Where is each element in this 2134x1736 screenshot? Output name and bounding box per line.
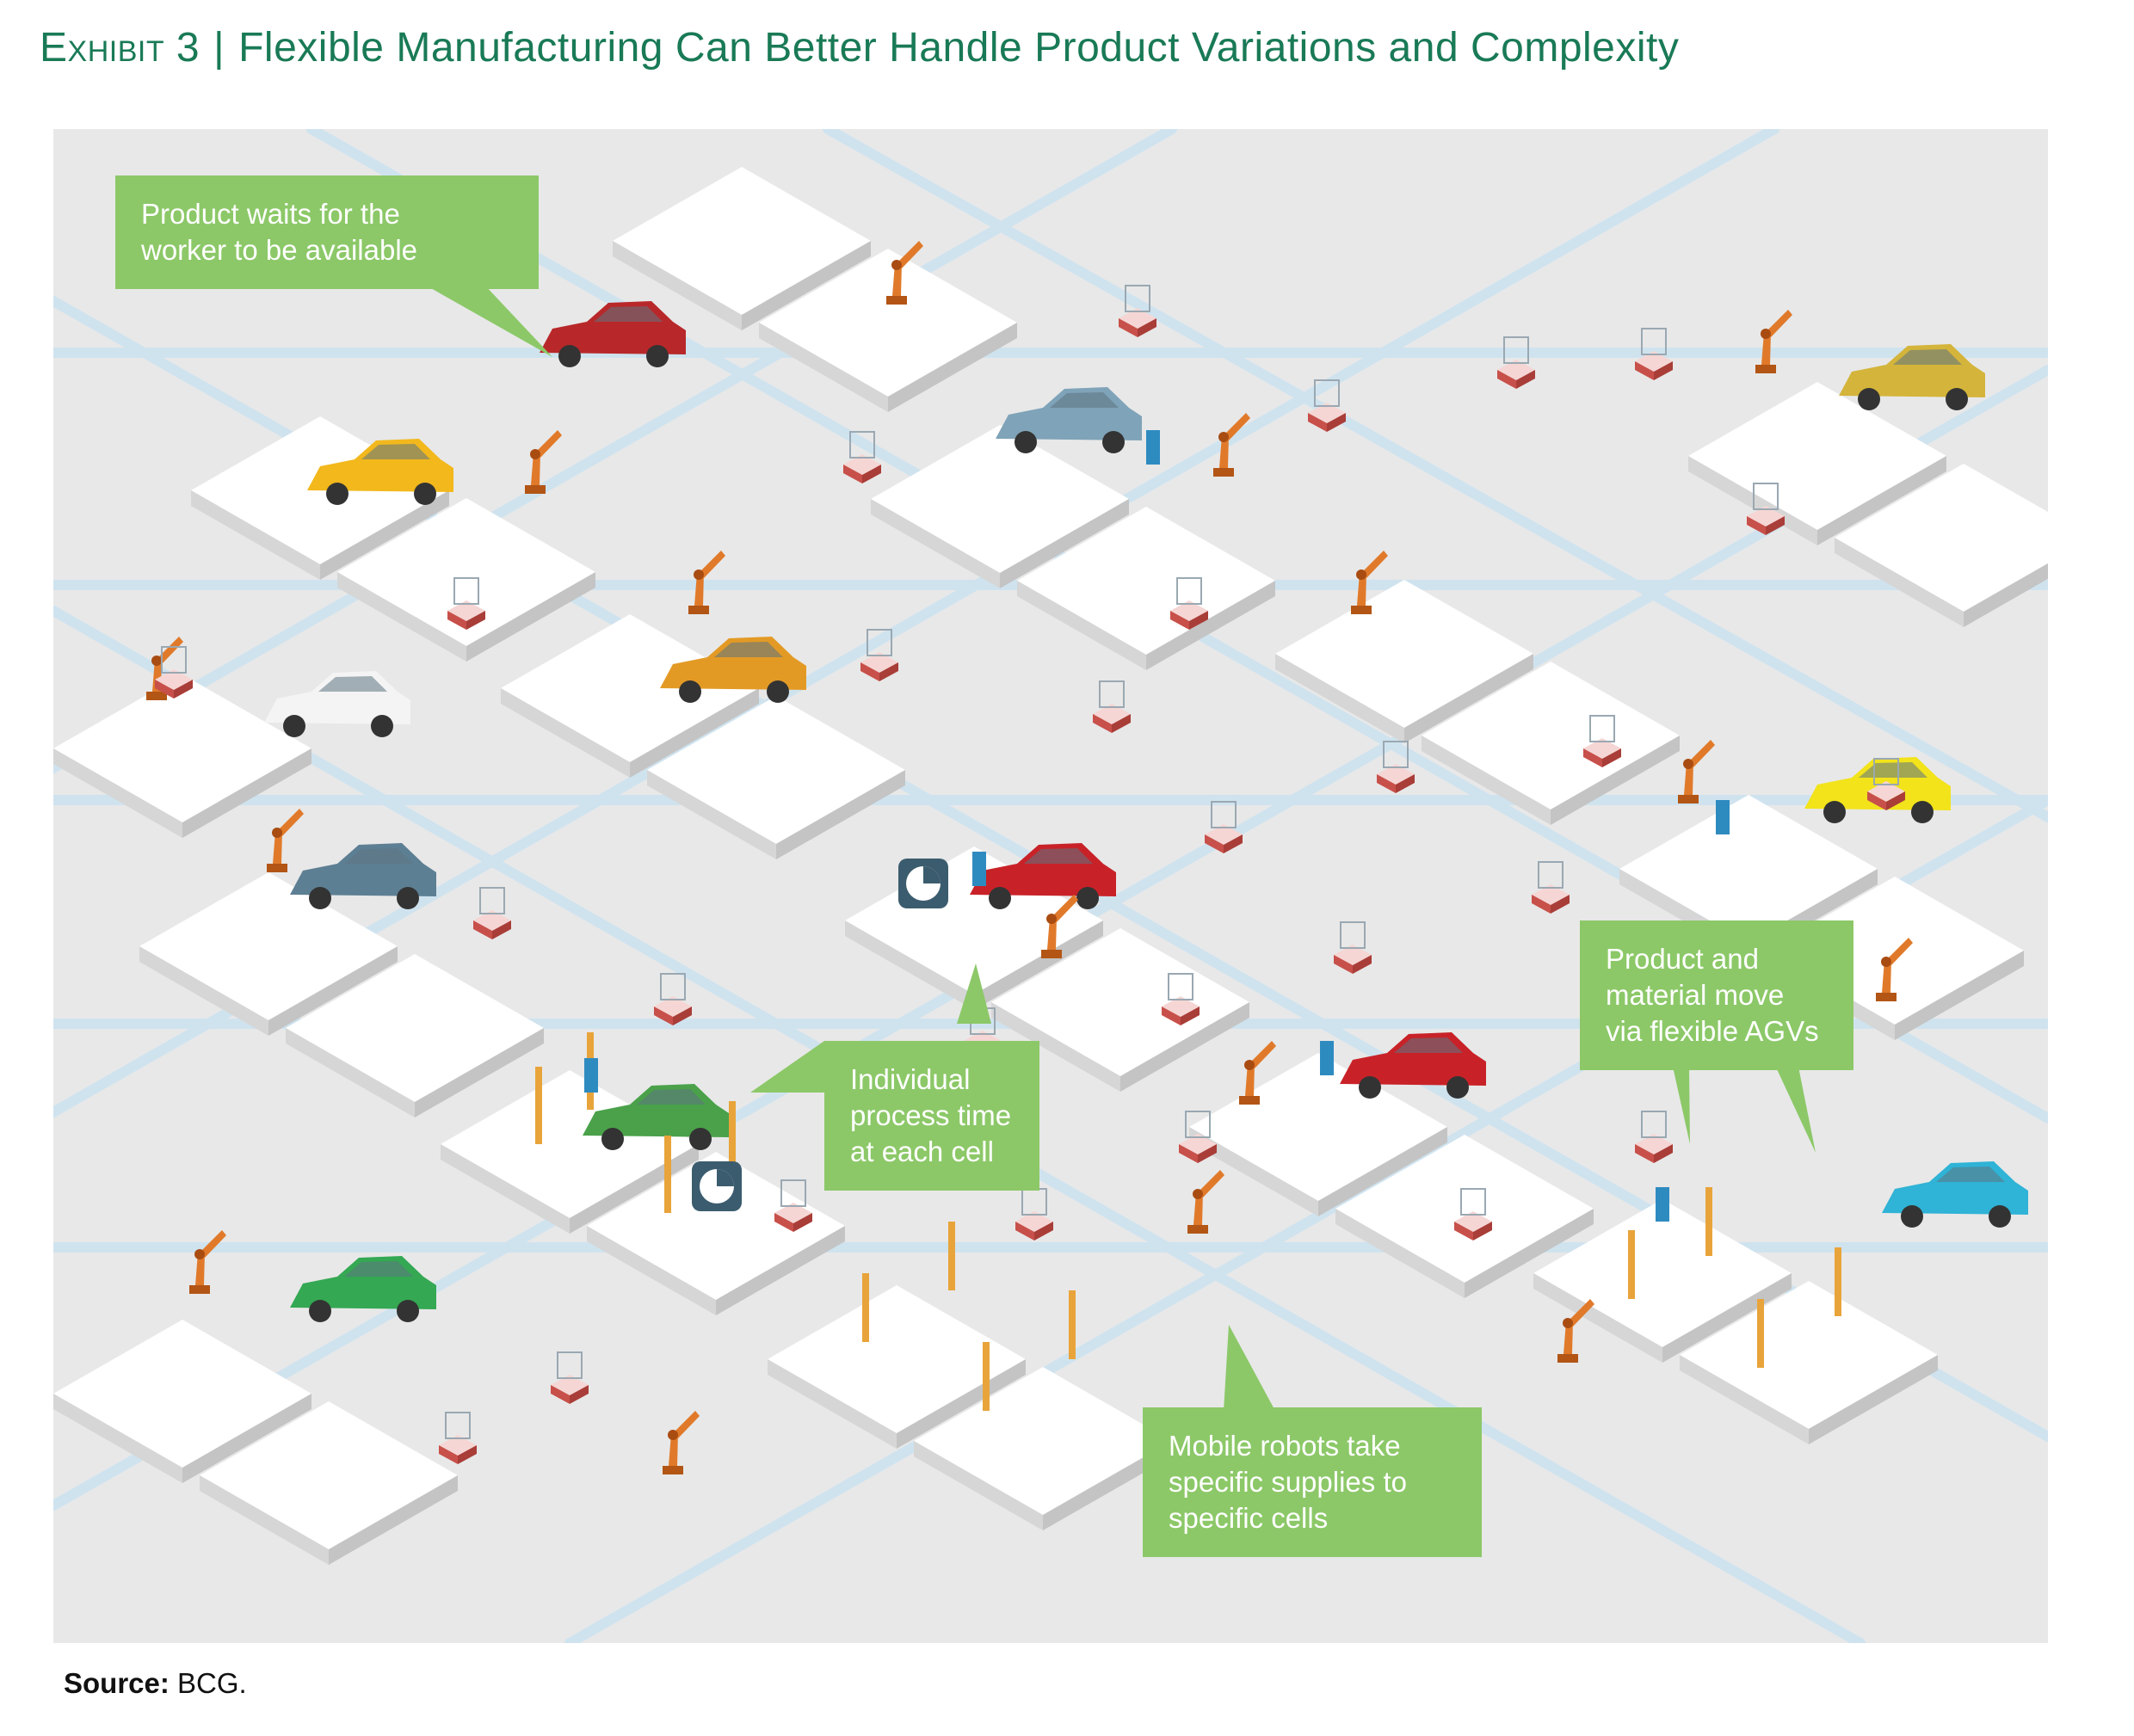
exhibit-label: Exhibit 3 xyxy=(40,25,200,71)
callout-agvs: Product and material move via flexible A… xyxy=(1580,920,1853,1070)
callout-line: material move xyxy=(1606,979,1785,1011)
title-separator: | xyxy=(213,25,225,71)
source-label: Source: xyxy=(64,1667,170,1699)
callout-line: specific cells xyxy=(1169,1502,1329,1534)
callout-mobile-robots: Mobile robots take specific supplies to … xyxy=(1143,1407,1482,1557)
callout-line: Individual xyxy=(850,1063,971,1095)
workers xyxy=(584,430,1730,1222)
exhibit-heading: Flexible Manufacturing Can Better Handle… xyxy=(238,25,1680,71)
callout-line: worker to be available xyxy=(141,234,418,266)
clock-icon xyxy=(692,1161,742,1211)
callout-process-time: Individual process time at each cell xyxy=(824,1041,1039,1191)
source-note: Source: BCG. xyxy=(64,1667,247,1700)
callout-line: via flexible AGVs xyxy=(1606,1015,1819,1047)
callout-line: at each cell xyxy=(850,1136,994,1167)
source-text: BCG. xyxy=(177,1667,247,1699)
callout-line: specific supplies to xyxy=(1169,1466,1407,1498)
callout-product-waits: Product waits for the worker to be avail… xyxy=(115,175,539,289)
exhibit-title: Exhibit 3 | Flexible Manufacturing Can Bet… xyxy=(40,24,1679,71)
callout-line: Product waits for the xyxy=(141,198,400,230)
callout-line: Product and xyxy=(1606,943,1759,975)
callout-line: process time xyxy=(850,1099,1012,1131)
factory-illustration xyxy=(53,129,2048,1643)
clock-icon xyxy=(898,859,948,908)
callout-line: Mobile robots take xyxy=(1169,1430,1401,1462)
